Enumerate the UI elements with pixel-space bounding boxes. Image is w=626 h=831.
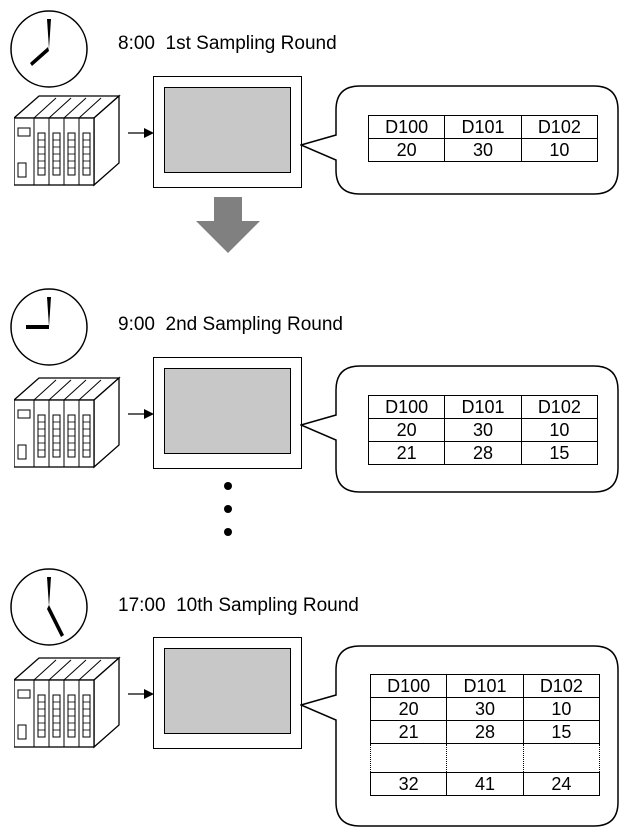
- table-cell: 10: [522, 697, 601, 721]
- clock-icon: [10, 568, 88, 646]
- hmi-screen: [164, 87, 291, 173]
- header-cell: D102: [520, 115, 599, 139]
- header-cell: D101: [444, 115, 522, 139]
- table-row: 21 28 15: [369, 720, 601, 744]
- header-cell: D100: [367, 115, 446, 139]
- table-cell: 10: [520, 138, 599, 162]
- hmi-screen: [164, 648, 291, 734]
- plc-device-icon: [14, 656, 121, 749]
- plc-device-icon: [14, 94, 121, 187]
- table-cell: 15: [522, 720, 601, 744]
- sample-table-round-1: D100 D101 D102 20 30 10: [367, 115, 599, 162]
- ellipsis-dot: [224, 482, 232, 490]
- table-cell: 30: [444, 138, 522, 162]
- table-cell: [369, 743, 448, 773]
- arrow-right-icon: [128, 689, 154, 699]
- header-cell: D101: [444, 395, 522, 419]
- ellipsis-dot: [224, 505, 232, 513]
- table-cell: 28: [446, 720, 524, 744]
- table-cell: 28: [444, 441, 522, 465]
- header-cell: D102: [520, 395, 599, 419]
- table-row: 21 28 15: [367, 441, 599, 465]
- table-cell: 20: [369, 697, 448, 721]
- header-cell: D101: [446, 674, 524, 698]
- arrow-right-icon: [128, 128, 154, 138]
- sample-table-round-2: D100 D101 D102 20 30 10 21 28 15: [367, 395, 599, 465]
- round-3-title: 17:00 10th Sampling Round: [118, 595, 359, 616]
- table-cell: 21: [369, 720, 448, 744]
- table-row: 20 30 10: [369, 697, 601, 721]
- table-row: 20 30 10: [367, 138, 599, 162]
- arrow-right-icon: [128, 409, 154, 419]
- table-cell: 41: [446, 772, 524, 796]
- table-cell: 20: [367, 138, 446, 162]
- header-cell: D100: [369, 674, 448, 698]
- table-header-row: D100 D101 D102: [367, 395, 599, 419]
- hmi-display: [153, 637, 302, 749]
- table-row-ellipsis: [369, 743, 601, 773]
- hmi-display: [153, 76, 302, 188]
- plc-device-icon: [14, 376, 121, 469]
- table-cell: 32: [369, 772, 448, 796]
- table-cell: 10: [520, 418, 599, 442]
- hmi-display: [153, 357, 302, 469]
- table-cell: [522, 743, 601, 773]
- down-arrow-icon: [196, 197, 260, 253]
- ellipsis-dot: [224, 528, 232, 536]
- clock-icon: [10, 288, 88, 366]
- hmi-screen: [164, 368, 291, 454]
- round-2-title: 9:00 2nd Sampling Round: [118, 314, 343, 335]
- table-header-row: D100 D101 D102: [367, 115, 599, 139]
- sample-table-round-3: D100 D101 D102 20 30 10 21 28 15 32 41 2…: [369, 674, 601, 796]
- table-cell: 21: [367, 441, 446, 465]
- table-cell: 30: [444, 418, 522, 442]
- header-cell: D102: [522, 674, 601, 698]
- round-1-title: 8:00 1st Sampling Round: [118, 33, 337, 54]
- table-cell: 24: [522, 772, 601, 796]
- table-header-row: D100 D101 D102: [369, 674, 601, 698]
- header-cell: D100: [367, 395, 446, 419]
- clock-icon: [10, 10, 88, 88]
- table-row: 32 41 24: [369, 772, 601, 796]
- table-cell: [446, 743, 524, 773]
- table-cell: 15: [520, 441, 599, 465]
- table-row: 20 30 10: [367, 418, 599, 442]
- table-cell: 30: [446, 697, 524, 721]
- table-cell: 20: [367, 418, 446, 442]
